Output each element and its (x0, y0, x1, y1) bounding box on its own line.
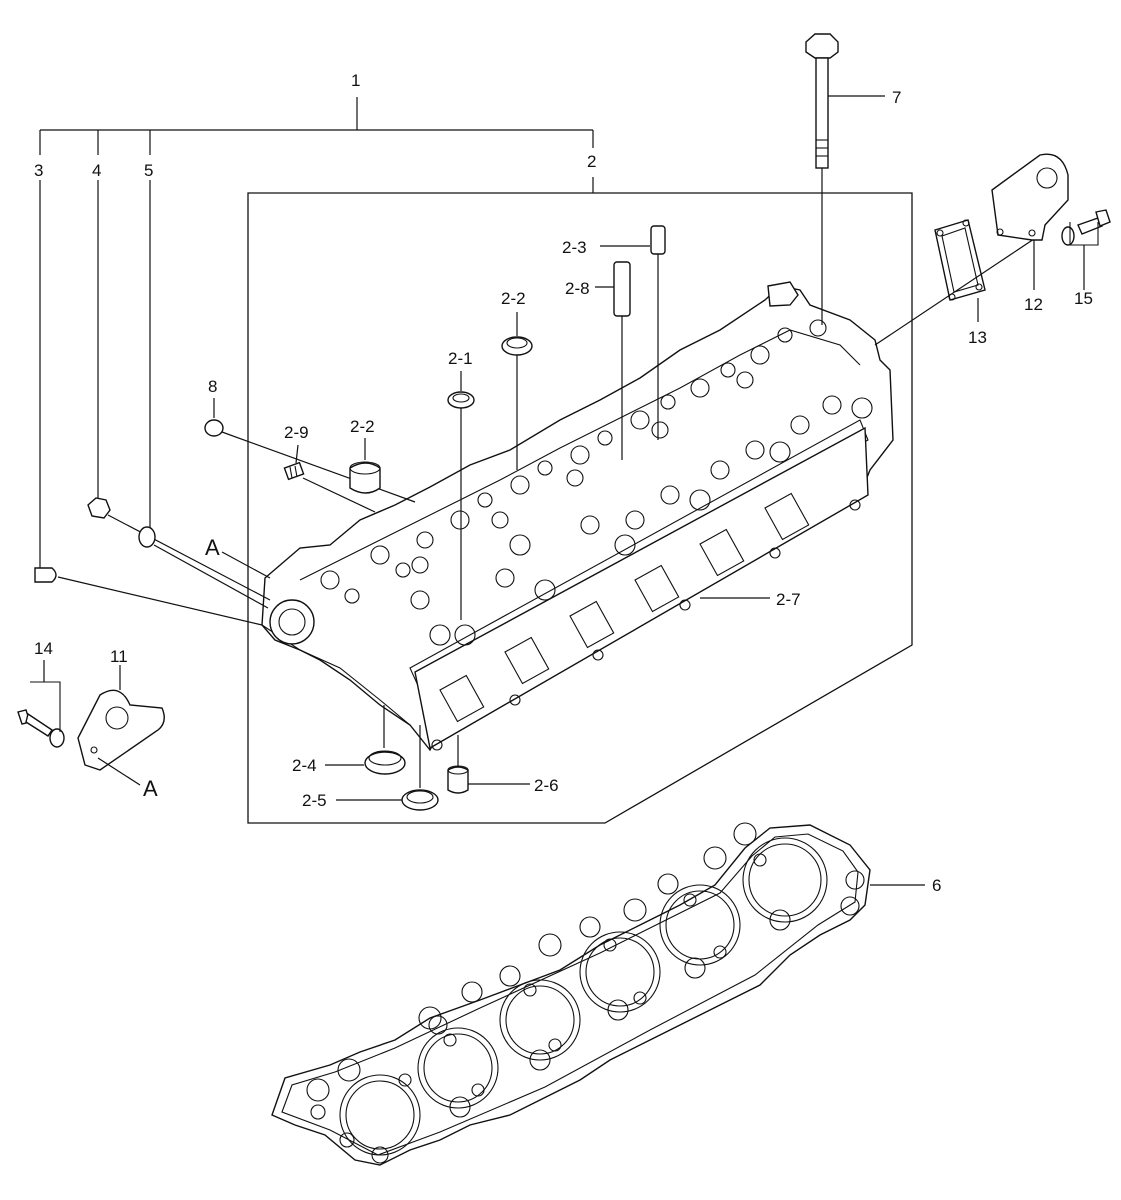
label-2-7: 2-7 (776, 590, 801, 609)
label-2-9: 2-9 (284, 423, 309, 442)
label-8: 8 (208, 377, 217, 396)
washer-5 (138, 180, 269, 609)
valve-seat-ring-2-1 (447, 371, 475, 620)
label-2-5: 2-5 (302, 791, 327, 810)
head-gasket-6 (271, 822, 925, 1166)
bracket-11 (77, 665, 165, 786)
reference-a-top: A (205, 535, 220, 560)
gasket-13 (874, 219, 1041, 346)
head-bolt-7 (805, 33, 885, 325)
bolt-15 (1061, 209, 1111, 290)
label-2-1: 2-1 (448, 349, 473, 368)
label-4: 4 (92, 161, 101, 180)
label-2-2-seal: 2-2 (501, 289, 526, 308)
label-7: 7 (892, 88, 901, 107)
bracket-12 (991, 153, 1069, 290)
label-14: 14 (34, 639, 53, 658)
subassembly-2-frame (247, 192, 913, 824)
dowel-pin-2-3 (600, 225, 666, 440)
label-5: 5 (144, 161, 153, 180)
plug-4 (87, 180, 271, 601)
screw-plug-2-9 (283, 444, 376, 513)
sleeve-2-6 (447, 735, 530, 794)
label-12: 12 (1024, 295, 1043, 314)
label-15: 15 (1074, 289, 1093, 308)
reference-a-bottom: A (143, 776, 158, 801)
cylinder-head (261, 281, 894, 752)
seal-ring-2-4 (325, 705, 406, 775)
label-2-4: 2-4 (292, 756, 317, 775)
label-2-3: 2-3 (562, 238, 587, 257)
label-2-2-plug: 2-2 (350, 417, 375, 436)
label-2-6: 2-6 (534, 776, 559, 795)
label-11: 11 (110, 647, 128, 666)
bolt-14 (17, 660, 65, 748)
label-2: 2 (587, 152, 596, 171)
cup-plug-2-2 (349, 438, 381, 494)
seal-ring-2-5 (336, 725, 439, 811)
label-13: 13 (968, 328, 987, 347)
label-2-8: 2-8 (565, 279, 590, 298)
label-1: 1 (351, 71, 360, 90)
label-3: 3 (34, 161, 43, 180)
valve-stem-seal-2-2 (501, 312, 533, 470)
dowel-pin-2-8 (595, 261, 631, 460)
reference-a-leader-top (221, 551, 271, 579)
plug-8 (204, 398, 416, 503)
label-6: 6 (932, 876, 941, 895)
cap-3 (34, 180, 263, 626)
assembly-bracket (39, 97, 594, 193)
